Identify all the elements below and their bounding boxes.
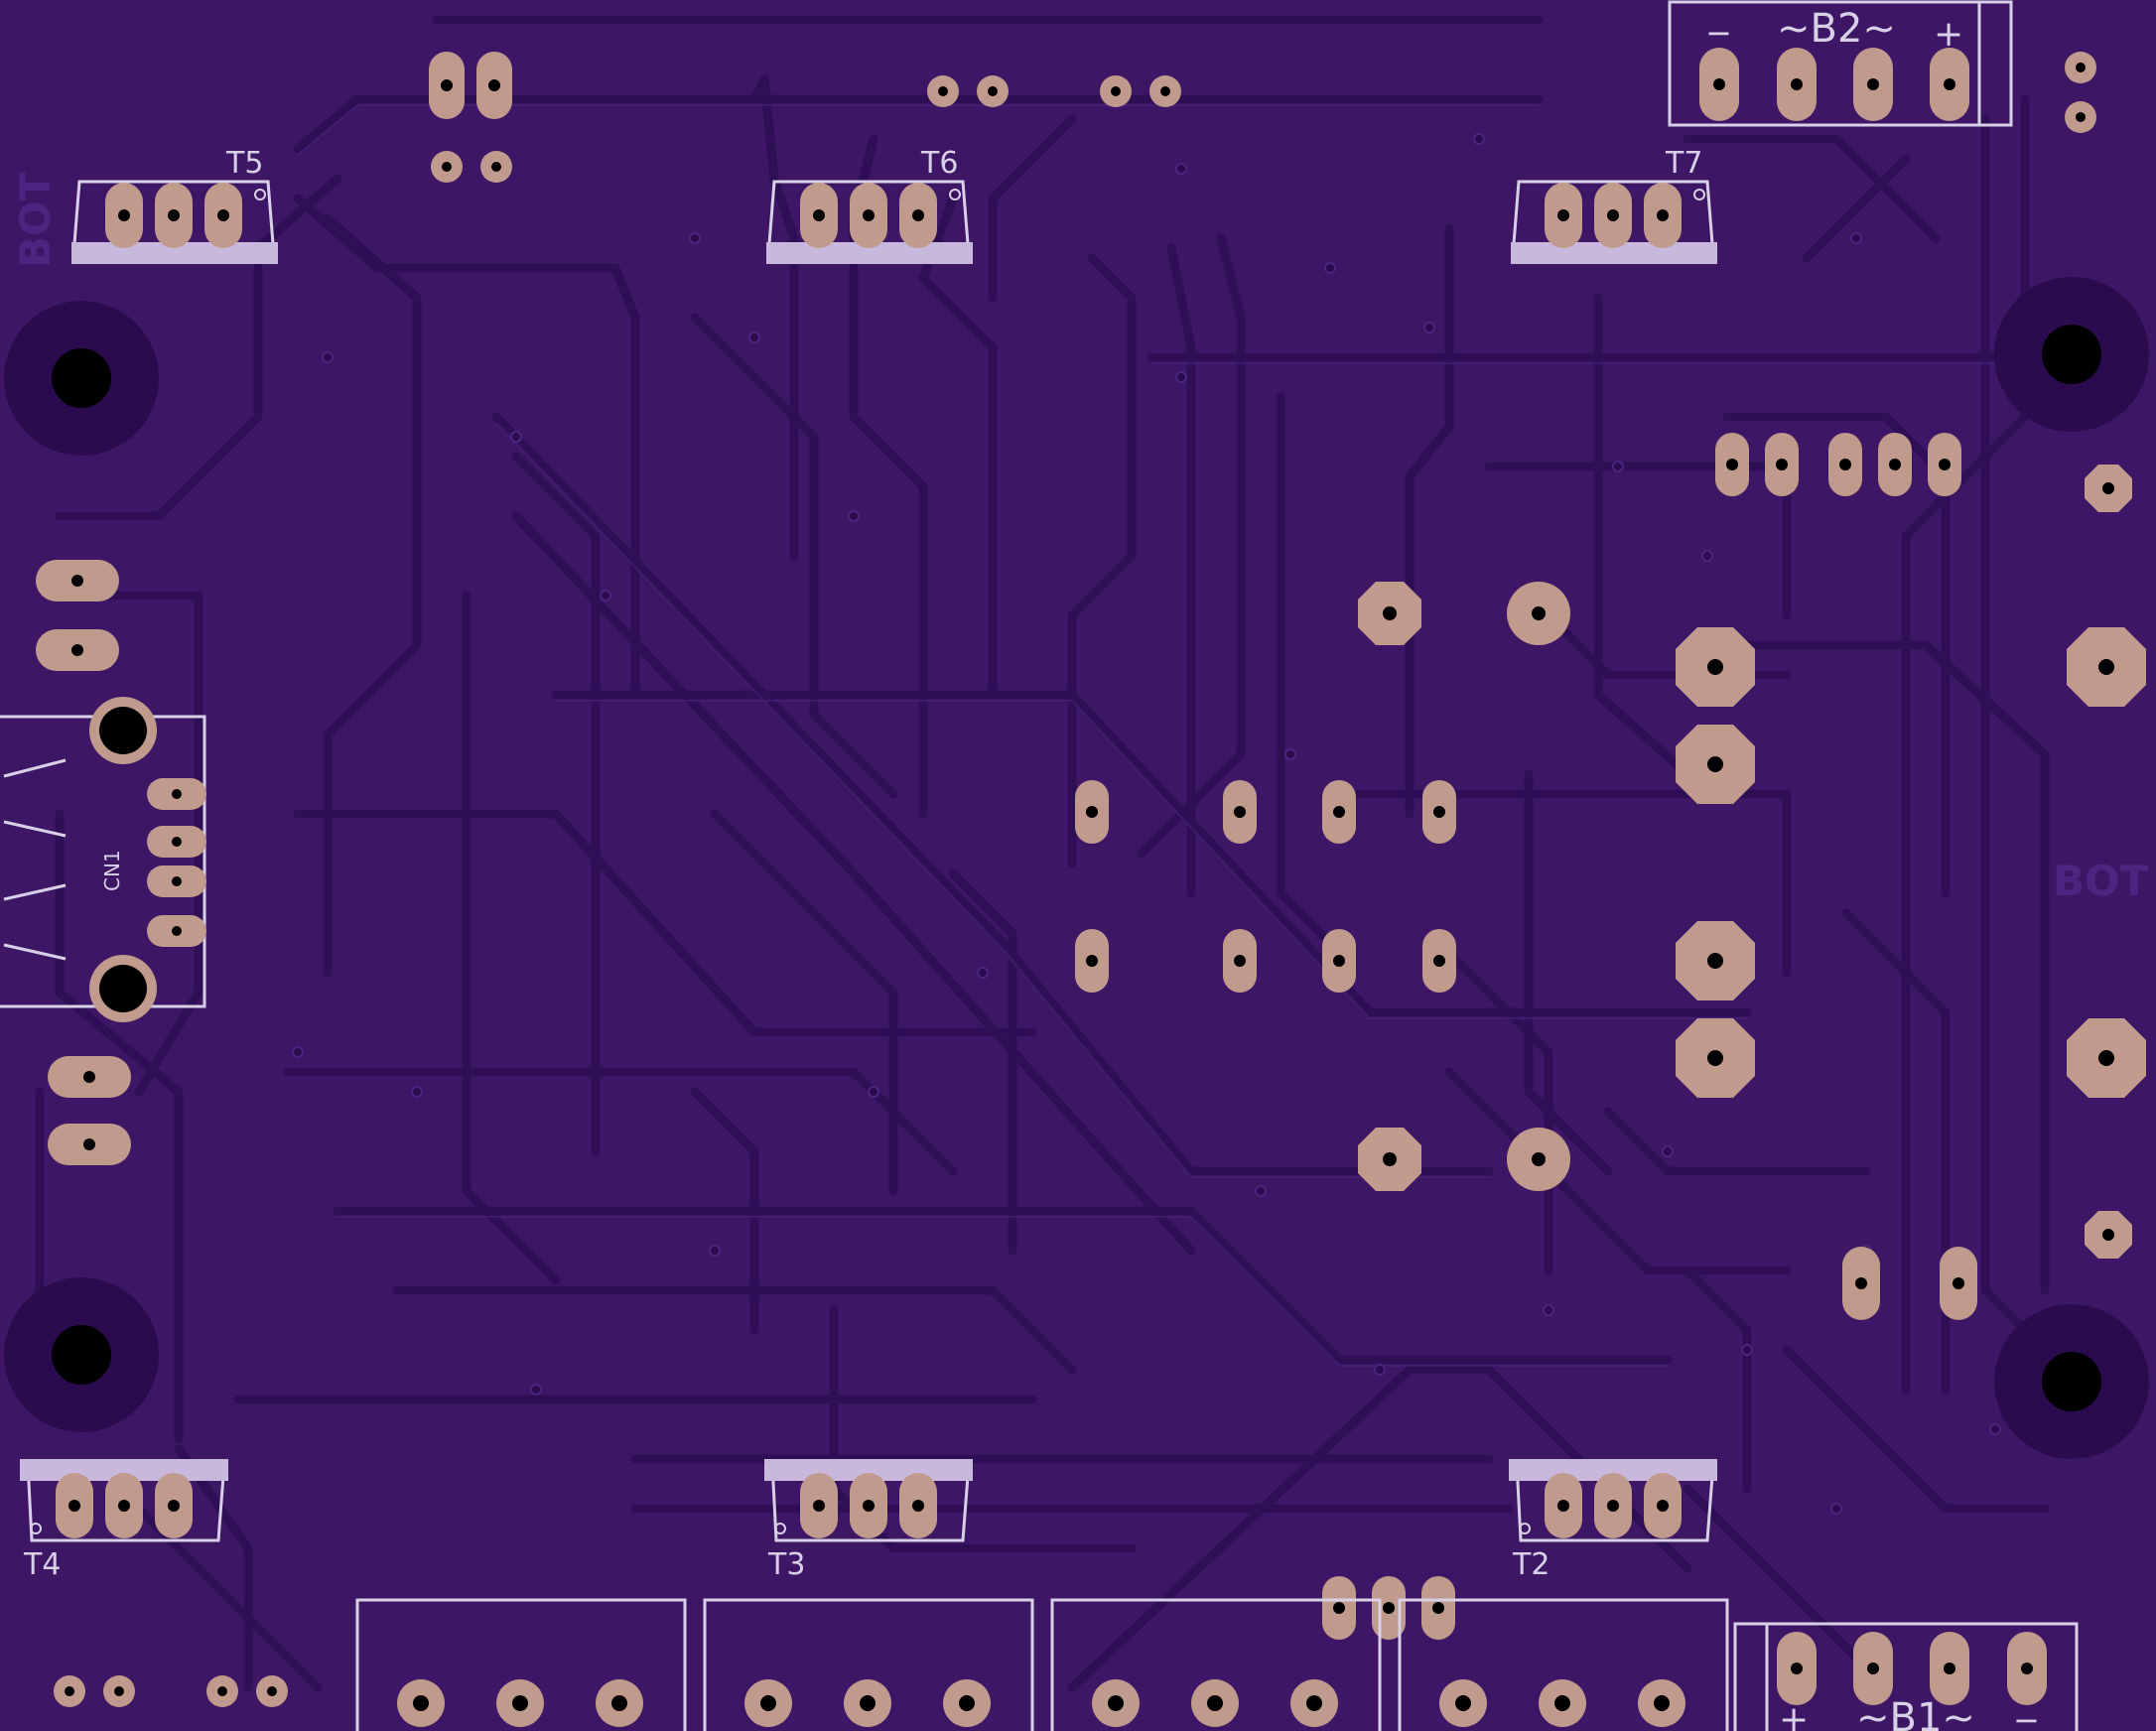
terminal-blocks [355,1598,1729,1731]
mount-hole-top-left [4,301,159,456]
vias [292,133,2001,1515]
b1-label: ~B1~ [1856,1695,1975,1731]
trace-outlines [297,104,2005,1367]
bridge-rectifier-b1: + ~B1~ − [1733,1622,2079,1731]
bot-marker-left: BOT [11,172,60,268]
t5-label: T5 [225,146,263,181]
transistor-t7: T7 [1511,146,1717,264]
transistor-t6: T6 [766,146,973,264]
right-header-pads [1715,433,1961,496]
b2-minus: − [1705,14,1732,52]
left-pads [36,560,131,1165]
t7-label: T7 [1665,146,1702,181]
t4-label: T4 [23,1547,61,1582]
mount-hole-bottom-left [4,1277,159,1432]
transistor-t4: T4 [20,1459,228,1582]
transistor-t5: T5 [71,146,278,264]
lower-right-pads [1842,1247,1977,1320]
mount-hole-top-right [1994,277,2149,432]
b2-label: ~B2~ [1777,6,1896,52]
bottom-center-pads [1322,1576,1455,1640]
cn1-label: CN1 [100,850,124,891]
t2-label: T2 [1512,1547,1550,1582]
b1-plus: + [1779,1699,1809,1731]
transistor-t2: T2 [1509,1459,1717,1582]
transistor-t3: T3 [764,1459,973,1582]
bot-marker-right: BOT [2053,857,2149,905]
mount-hole-bottom-right [1994,1304,2149,1459]
bottom-left-small-pads [54,1675,288,1707]
b1-minus: − [2013,1701,2040,1731]
center-dip-pads [1075,780,1456,993]
octagon-pads [1358,465,2146,1259]
t3-label: T3 [767,1547,805,1582]
bridge-rectifier-b2: − ~B2~ + [1668,0,2013,127]
usb-connector-cn1: CN1 [0,697,206,1022]
top-resistor-pads [429,52,2096,183]
t6-label: T6 [920,146,958,181]
